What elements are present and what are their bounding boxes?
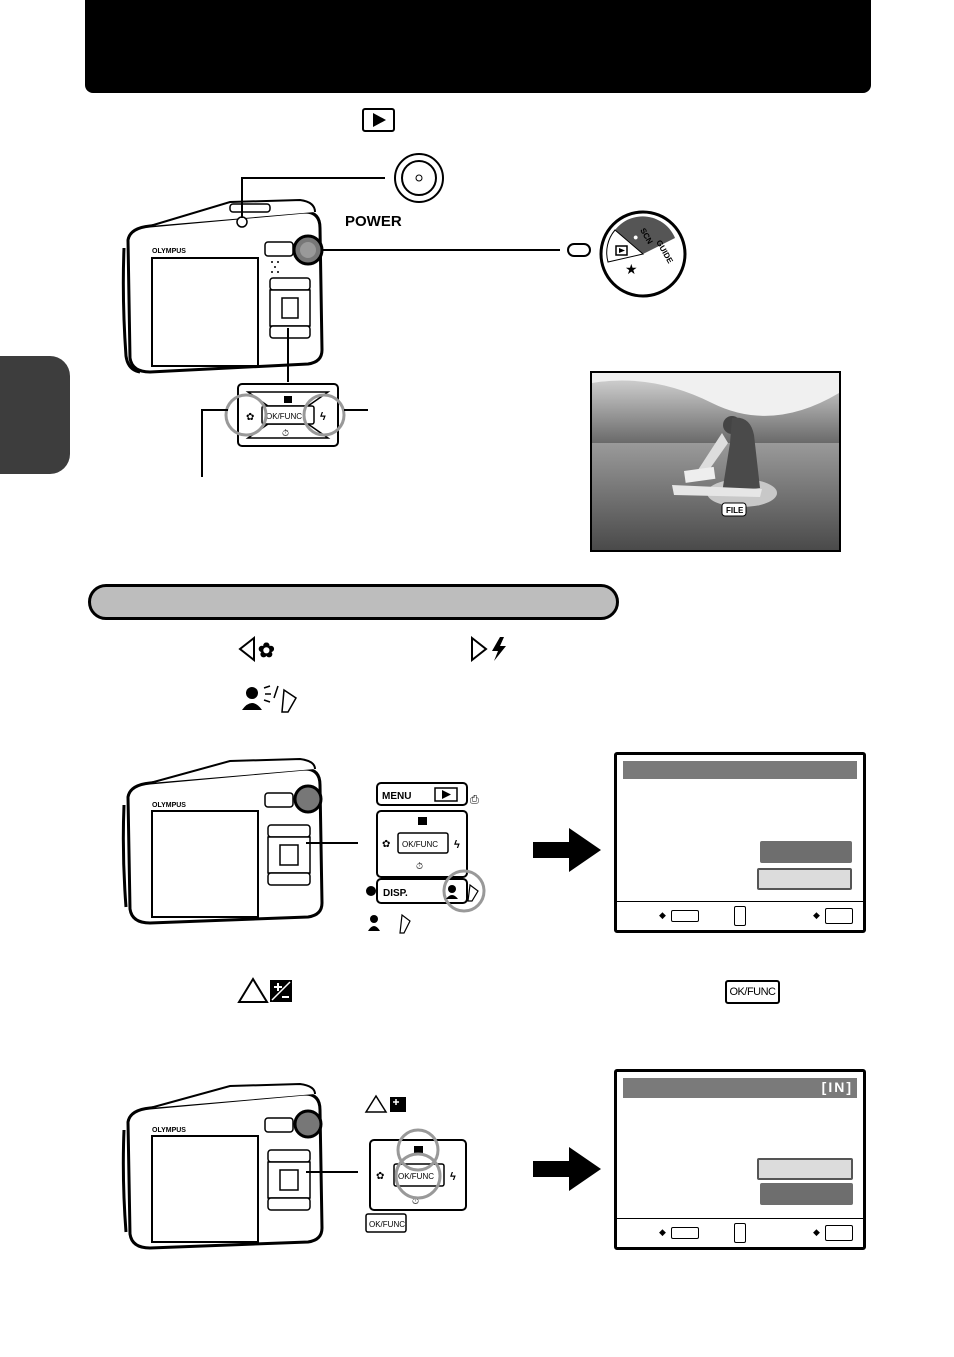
side-tab — [0, 356, 70, 474]
help-icon — [366, 886, 376, 896]
header-bar — [85, 0, 871, 93]
file-tag-label: FILE — [726, 506, 744, 515]
memory-badge: [IN] — [821, 1079, 853, 1095]
svg-text:ϟ: ϟ — [454, 839, 460, 851]
svg-text:✿: ✿ — [382, 839, 390, 850]
left-arrow-macro-icon: ✿ — [238, 636, 275, 662]
confirm-menu-screen: [IN] ◆ ◆ — [614, 1069, 866, 1250]
playback-photo: FILE — [590, 371, 841, 552]
screen-title-bar — [623, 761, 857, 779]
ok-func-key-icon: OK/FUNC — [725, 980, 780, 1004]
svg-text:★: ★ — [625, 261, 638, 277]
svg-text:✿: ✿ — [376, 1171, 384, 1182]
power-label: POWER — [345, 213, 402, 230]
camera-erase-diagram: OLYMPUS MENU ⎙ OK/FUNC ⏱ ✿ ϟ DISP. — [121, 757, 486, 934]
next-arrow-icon — [533, 1147, 601, 1191]
camera-confirm-diagram: OLYMPUS OK/FUNC ⏱ ✿ ϟ OK/FUNC — [121, 1082, 467, 1250]
right-arrow-flash-icon — [471, 636, 506, 662]
menu-option-2[interactable] — [757, 868, 852, 890]
screen-title-bar: [IN] — [623, 1078, 857, 1098]
shadow-adjust-erase-icon — [242, 685, 297, 713]
print-icon: ⎙ — [470, 794, 479, 806]
menu-label: MENU — [382, 791, 411, 802]
brand-label: OLYMPUS — [152, 1127, 186, 1134]
menu-option-1[interactable] — [760, 841, 852, 863]
brand-label: OLYMPUS — [152, 248, 186, 255]
up-arrow-exposure-icon — [237, 977, 292, 1003]
disp-label: DISP. — [383, 888, 408, 899]
svg-text:●: ● — [631, 231, 641, 242]
next-arrow-icon — [533, 828, 601, 872]
brand-label: OLYMPUS — [152, 802, 186, 809]
camera-overview-diagram: OLYMPUS ● SCN GUIDE ★ POWER OK/FUNC ⏱ ✿ — [121, 153, 687, 477]
menu-option-2[interactable] — [760, 1183, 853, 1205]
svg-text:✿: ✿ — [246, 412, 254, 423]
svg-text:✿: ✿ — [258, 640, 275, 662]
erase-menu-screen: ◆ ◆ — [614, 752, 866, 933]
playback-button-icon — [362, 108, 395, 132]
svg-text:ϟ: ϟ — [320, 411, 326, 423]
ok-func-pad-label: OK/FUNC — [398, 1172, 434, 1181]
ok-func-pad-label: OK/FUNC — [266, 412, 302, 421]
svg-text:ϟ: ϟ — [450, 1171, 456, 1183]
ok-func-key-label: OK/FUNC — [369, 1220, 405, 1229]
section-bar — [88, 584, 619, 620]
svg-text:⏱: ⏱ — [416, 861, 423, 871]
control-pad-top: OK/FUNC ⏱ ✿ ϟ — [201, 383, 368, 477]
ok-func-pad-label: OK/FUNC — [402, 840, 438, 849]
svg-text:⏱: ⏱ — [412, 1196, 419, 1206]
svg-text:⏱: ⏱ — [282, 428, 289, 438]
menu-option-1[interactable] — [757, 1158, 853, 1180]
